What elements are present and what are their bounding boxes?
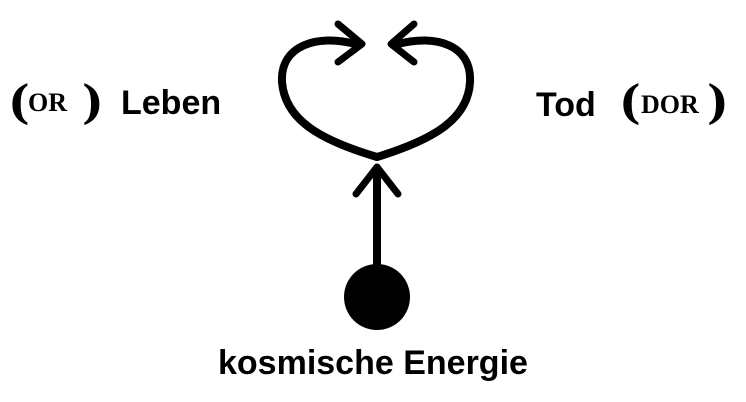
left-loop [277,36,381,161]
kosmische-energie-label: kosmische Energie [218,344,528,382]
right-loop-arrowhead [387,20,418,66]
left-loop-arrowhead [334,20,366,66]
dor-close-paren: ) [707,75,729,129]
or-open-paren: ( [8,75,30,129]
tod-label: Tod [536,86,596,124]
leben-label: Leben [121,84,222,122]
or-close-paren: ) [82,75,104,129]
dor-open-paren: ( [619,75,641,129]
energy-source-ball [344,264,410,330]
right-loop [373,36,475,161]
dor-abbreviation: DOR [641,90,699,119]
up-arrowhead [352,163,402,198]
or-abbreviation: OR [28,88,67,117]
